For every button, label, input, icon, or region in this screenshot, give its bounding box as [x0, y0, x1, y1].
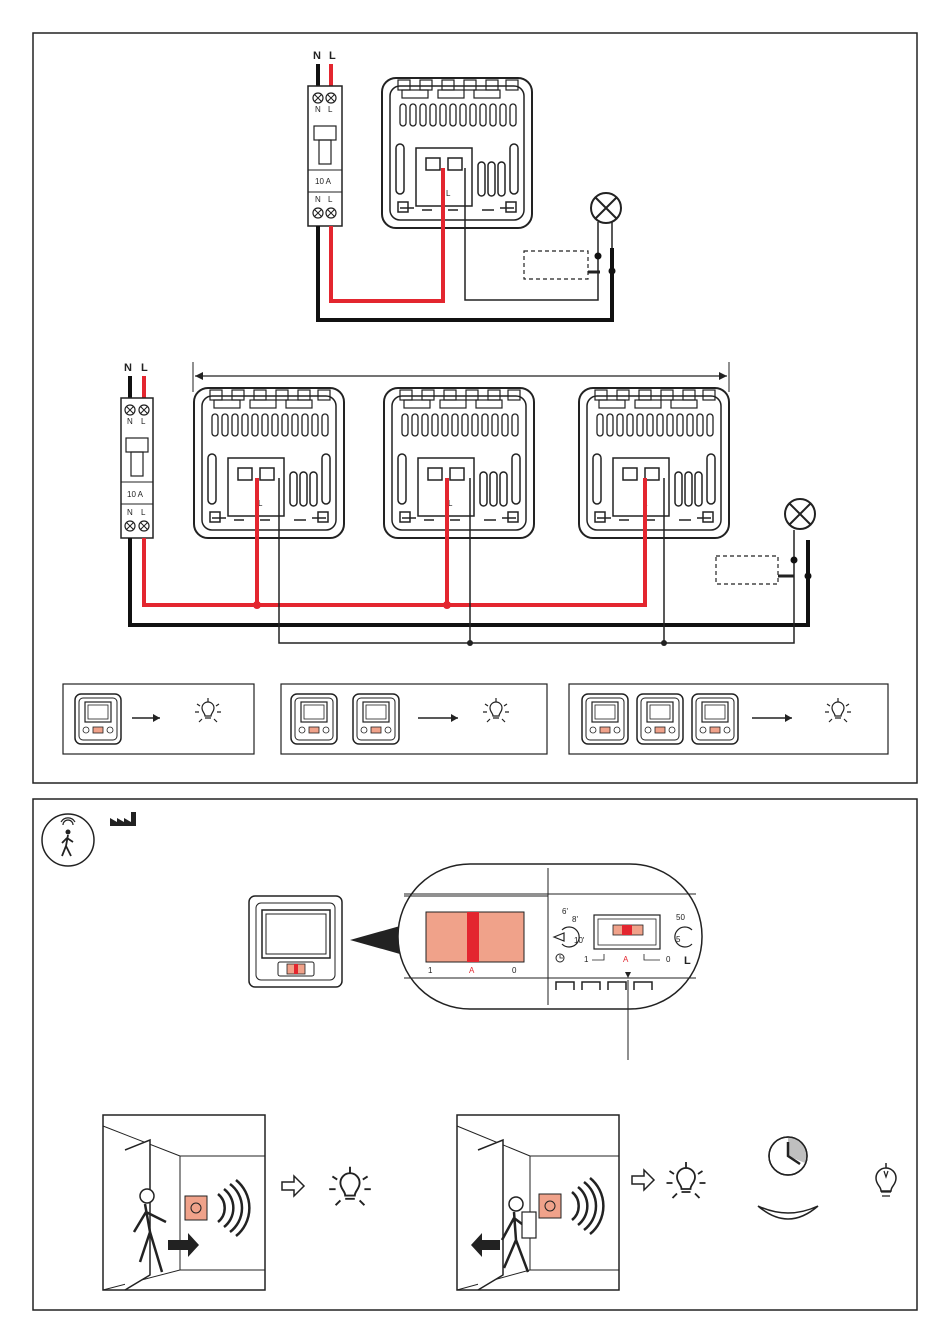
- detector-module-2: [384, 388, 534, 538]
- multi-wiring: N L N L 10 A N L L L L: [121, 362, 815, 646]
- breaker2-n-label: N: [124, 362, 132, 374]
- breaker-l-label: L: [329, 50, 336, 62]
- light-on-icon-5: [667, 1162, 706, 1198]
- light-on-icon-2: [483, 698, 509, 722]
- time-6: 6': [562, 907, 568, 916]
- config-example-3: [569, 684, 888, 754]
- scene-leave-room: [457, 1115, 619, 1290]
- breaker2-bot-n: N: [127, 508, 133, 517]
- light-on-icon-4: [329, 1167, 371, 1205]
- breaker-top-l: L: [328, 105, 333, 114]
- terminal-l-label: L: [446, 189, 451, 198]
- breaker2-bot-l: L: [141, 508, 146, 517]
- circuit-breaker: N L 10 A N L: [308, 86, 342, 226]
- elapsed-arc-icon: [758, 1206, 818, 1219]
- light-on-icon-3: [825, 698, 851, 722]
- zoom-setting-0: 0: [512, 966, 517, 975]
- breaker-bot-n: N: [315, 195, 321, 204]
- breaker-top-n: N: [315, 105, 321, 114]
- scene-enter-room: [103, 1115, 265, 1290]
- detector-module-1: [194, 388, 344, 538]
- zoom-pointer: [350, 926, 400, 954]
- single-wiring: N L N L 10 A N L L: [308, 50, 621, 320]
- lux-5: 5: [676, 935, 681, 944]
- setting-0: 0: [666, 955, 671, 964]
- lux-symbol: L: [684, 955, 691, 967]
- breaker2-top-l: L: [141, 417, 146, 426]
- light-on-icon: [195, 698, 221, 722]
- motion-sensor-icon: [42, 814, 94, 866]
- setting-a: A: [623, 955, 629, 964]
- lux-50: 50: [676, 913, 685, 922]
- detector-front: [249, 896, 342, 987]
- arrow-icon-2: [632, 1170, 654, 1190]
- timer-icon: [769, 1137, 807, 1175]
- breaker-rating: 10 A: [315, 177, 332, 186]
- lamp-icon: [591, 193, 621, 223]
- breaker2-l-label: L: [141, 362, 148, 374]
- circuit-breaker-2: N L 10 A N L: [121, 398, 153, 538]
- breaker-n-label: N: [313, 50, 321, 62]
- breaker2-rating: 10 A: [127, 490, 144, 499]
- config-example-2: [281, 684, 547, 754]
- breaker-bot-l: L: [328, 195, 333, 204]
- detector-module: [382, 78, 532, 228]
- setting-1: 1: [584, 955, 589, 964]
- light-off-icon: [876, 1163, 896, 1196]
- zoom-setting-a: A: [469, 966, 475, 975]
- optional-load-box: [524, 251, 588, 279]
- lamp-icon-2: [785, 499, 815, 529]
- config-example-1: [63, 684, 254, 754]
- arrow-icon: [282, 1176, 304, 1196]
- factory-icon: [110, 812, 136, 826]
- settings-zoom: 1 A 0 6' 8' 10' 1 A 0 50 5 L: [398, 864, 702, 1009]
- time-10: 10': [574, 936, 585, 945]
- zoom-setting-1: 1: [428, 966, 433, 975]
- time-8: 8': [572, 915, 578, 924]
- detector-module-3: [579, 388, 729, 538]
- breaker2-top-n: N: [127, 417, 133, 426]
- optional-load-box-2: [716, 556, 778, 584]
